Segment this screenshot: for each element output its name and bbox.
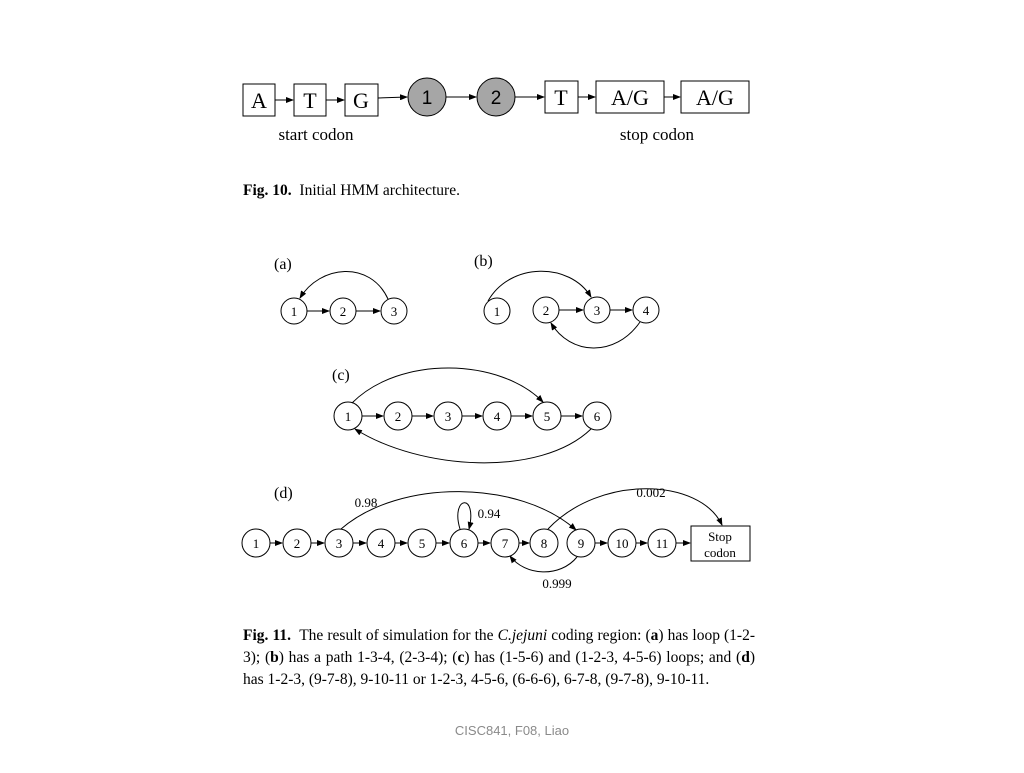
fig11-caption-text5: ) has (1-5-6) and (1-2-3, 4-5-6) loops; … [464, 649, 742, 666]
fig11d-node-3-label: 3 [336, 536, 343, 551]
fig10-state-2-label: 2 [491, 88, 502, 109]
fig11c-node-3-label: 3 [445, 409, 452, 424]
fig11c-node-5-label: 5 [544, 409, 551, 424]
fig10-edge [377, 94, 408, 101]
fig11c-back-edge [354, 428, 592, 464]
fig11-caption-text1: The result of simulation for the [299, 627, 494, 644]
fig11d-prob-9-7: 0.999 [542, 576, 571, 591]
fig10-caption-label: Fig. 10. [243, 182, 292, 199]
fig11d-self-loop-6 [457, 502, 474, 530]
fig10-box-stop-ag2-label: A/G [696, 85, 734, 110]
fig10-box-t-label: T [303, 88, 317, 113]
fig11a-loop-edge [299, 271, 389, 300]
fig11c-label: (c) [332, 367, 350, 384]
fig11b-node-2-label: 2 [543, 303, 550, 318]
fig11-caption-label: Fig. 11. [243, 627, 292, 644]
fig11d-edge-9-to-7 [509, 555, 578, 573]
fig10-box-stop-t-label: T [554, 85, 568, 110]
fig11-caption-d: d [741, 649, 750, 666]
slide-footer: CISC841, F08, Liao [454, 723, 570, 738]
fig11-panel-a [280, 271, 408, 325]
fig10-start-label: start codon [278, 125, 354, 144]
fig11-caption-text3: ) has loop (1-2-3); ( [243, 627, 756, 666]
fig11b-node-1 [483, 297, 511, 325]
fig10-box-t [293, 83, 327, 117]
fig10-stop-label: stop codon [620, 125, 695, 144]
fig11d-node-4-label: 4 [378, 536, 385, 551]
fig11d-prob-3-9: 0.98 [355, 495, 378, 510]
fig11d-prob-6-self: 0.94 [478, 506, 501, 521]
fig11-caption-c: c [457, 649, 465, 666]
fig11d-node-11-label: 11 [656, 536, 669, 551]
fig11-panel-b [483, 270, 660, 349]
fig11c-node-6-label: 6 [594, 409, 601, 424]
fig11d-label: (d) [274, 485, 293, 502]
fig11-caption-a: a [650, 627, 659, 644]
fig11c-node-6 [582, 401, 612, 431]
fig11b-node-3-label: 3 [594, 303, 601, 318]
fig10-caption: Fig. 10. Initial HMM architecture. [243, 180, 755, 202]
fig11b-node-1-label: 1 [494, 304, 501, 319]
fig10-box-stop-ag2 [680, 80, 750, 114]
fig10-box-a-label: A [251, 88, 267, 113]
fig11d-node-9-label: 9 [578, 536, 585, 551]
fig11d-stop-box [690, 525, 751, 562]
fig11d-stop-label-line1: Stop [708, 529, 732, 544]
fig10-box-g [344, 83, 379, 117]
fig11a-node-1-label: 1 [291, 304, 298, 319]
fig10-box-a [242, 83, 276, 117]
fig11-caption-text4: ) has a path 1-3-4, (2-3-4); ( [278, 649, 458, 666]
fig11c-node-1-label: 1 [345, 409, 352, 424]
fig11c-node-4-label: 4 [494, 409, 501, 424]
fig11-caption: Fig. 11. The result of simulation for th… [243, 625, 755, 691]
fig11d-prob-8-stop: 0.002 [636, 485, 665, 500]
fig11d-node-8-label: 8 [541, 536, 548, 551]
fig10-box-stop-ag1 [595, 80, 665, 114]
fig11-caption-text6: ) has 1-2-3, (9-7-8), 9-10-11 or 1-2-3, … [243, 649, 755, 688]
fig11a-node-3 [380, 297, 408, 325]
fig11b-skip-edge [487, 270, 592, 302]
fig11-caption-text2: coding region: ( [551, 627, 651, 644]
fig11-panel-d [241, 488, 751, 573]
fig11d-edge-8-to-stop [547, 488, 723, 530]
fig11a-label: (a) [274, 256, 292, 273]
fig11d-node-2-label: 2 [294, 536, 301, 551]
fig11d-node-6-label: 6 [461, 536, 468, 551]
fig11d-node-8 [529, 528, 559, 558]
fig11d-node-1-label: 1 [253, 536, 260, 551]
fig10-box-stop-ag1-label: A/G [611, 85, 649, 110]
fig11b-label: (b) [474, 253, 493, 270]
fig11b-back-edge [550, 321, 641, 349]
fig11d-edge-3-to-9 [340, 491, 577, 531]
fig10-state-1-label: 1 [422, 88, 433, 109]
fig10-box-g-label: G [353, 88, 369, 113]
fig11-caption-species: C.jejuni [497, 627, 548, 644]
fig11-panel-c [333, 367, 612, 464]
fig11d-node-7-label: 7 [502, 536, 509, 551]
fig11a-node-3-label: 3 [391, 304, 398, 319]
fig10-box-stop-t [544, 80, 579, 114]
fig11a-node-2-label: 2 [340, 304, 347, 319]
fig10-diagram [242, 77, 750, 117]
fig11b-node-4-label: 4 [643, 303, 650, 318]
fig11d-node-10-label: 10 [616, 536, 629, 551]
fig11b-node-4 [632, 296, 660, 324]
fig11c-skip-edge [351, 367, 544, 404]
fig11c-node-2-label: 2 [395, 409, 402, 424]
fig10-caption-text: Initial HMM architecture. [299, 182, 460, 199]
fig11d-stop-label-line2: codon [704, 545, 736, 560]
fig11d-node-5-label: 5 [419, 536, 426, 551]
fig11-caption-b: b [270, 649, 279, 666]
